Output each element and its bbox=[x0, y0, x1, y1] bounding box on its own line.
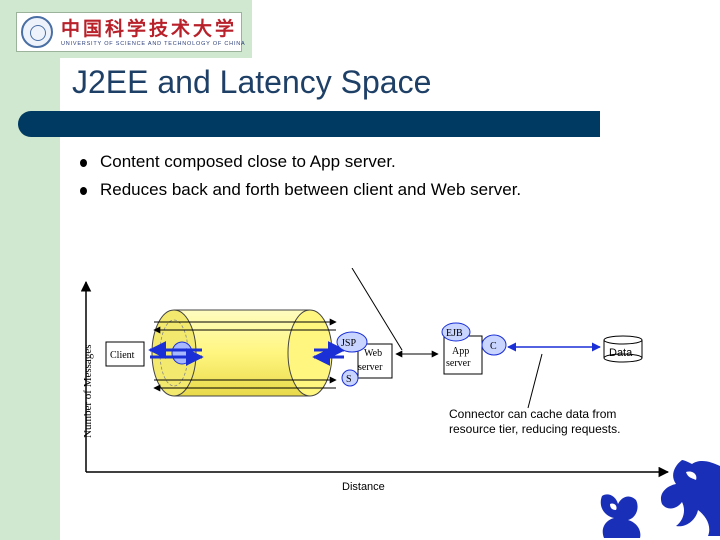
app-server-box bbox=[443, 335, 483, 375]
connector-label: C bbox=[490, 341, 497, 352]
blue-request-arrows bbox=[148, 341, 346, 366]
ejb-label: EJB bbox=[446, 328, 463, 339]
annotation-line2: resource tier, reducing requests. bbox=[449, 422, 620, 436]
web-server-label-line1: Web bbox=[364, 348, 382, 359]
university-logo: 中国科学技术大学 UNIVERSITY OF SCIENCE AND TECHN… bbox=[16, 12, 245, 52]
title-underline-bar bbox=[18, 111, 600, 137]
jsp-component bbox=[336, 331, 368, 353]
app-server-label-line2: server bbox=[446, 358, 471, 369]
annotation-line1: Connector can cache data from bbox=[449, 407, 616, 421]
client-label: Client bbox=[110, 350, 135, 361]
data-store bbox=[603, 335, 643, 363]
diagram-axes bbox=[80, 280, 670, 478]
latency-cylinder bbox=[151, 309, 333, 397]
app-server-label-line1: App bbox=[452, 346, 469, 357]
connector-component bbox=[481, 334, 507, 356]
bullet-list: Content composed close to App server. Re… bbox=[80, 148, 521, 204]
bullet-item: Content composed close to App server. bbox=[80, 148, 521, 176]
jsp-label: JSP bbox=[341, 338, 356, 349]
annotation-pointer-line bbox=[527, 353, 543, 409]
y-axis-label: Number of Messages bbox=[82, 345, 94, 438]
servlet-label: S bbox=[346, 374, 352, 385]
logo-chinese-name: 中国科学技术大学 bbox=[61, 18, 238, 40]
ejb-component bbox=[441, 322, 471, 342]
bullet-item: Reduces back and forth between client an… bbox=[80, 176, 521, 204]
slide-title: J2EE and Latency Space bbox=[72, 64, 432, 100]
seal-icon bbox=[21, 16, 53, 48]
data-label: Data bbox=[609, 347, 633, 359]
client-box bbox=[105, 341, 145, 367]
message-arrows bbox=[153, 318, 337, 392]
web-server-box bbox=[357, 343, 393, 379]
latency-space-diagram: Number of Messages Distance Client Web s… bbox=[80, 268, 670, 493]
logo-english-name: UNIVERSITY OF SCIENCE AND TECHNOLOGY OF … bbox=[61, 41, 246, 47]
servlet-component bbox=[341, 369, 359, 387]
web-server-pointer-line bbox=[351, 268, 403, 351]
dragon-emblem-icon bbox=[600, 460, 720, 538]
left-green-band bbox=[0, 0, 60, 540]
web-server-label-line2: server bbox=[358, 362, 383, 373]
x-axis-label: Distance bbox=[342, 481, 385, 493]
